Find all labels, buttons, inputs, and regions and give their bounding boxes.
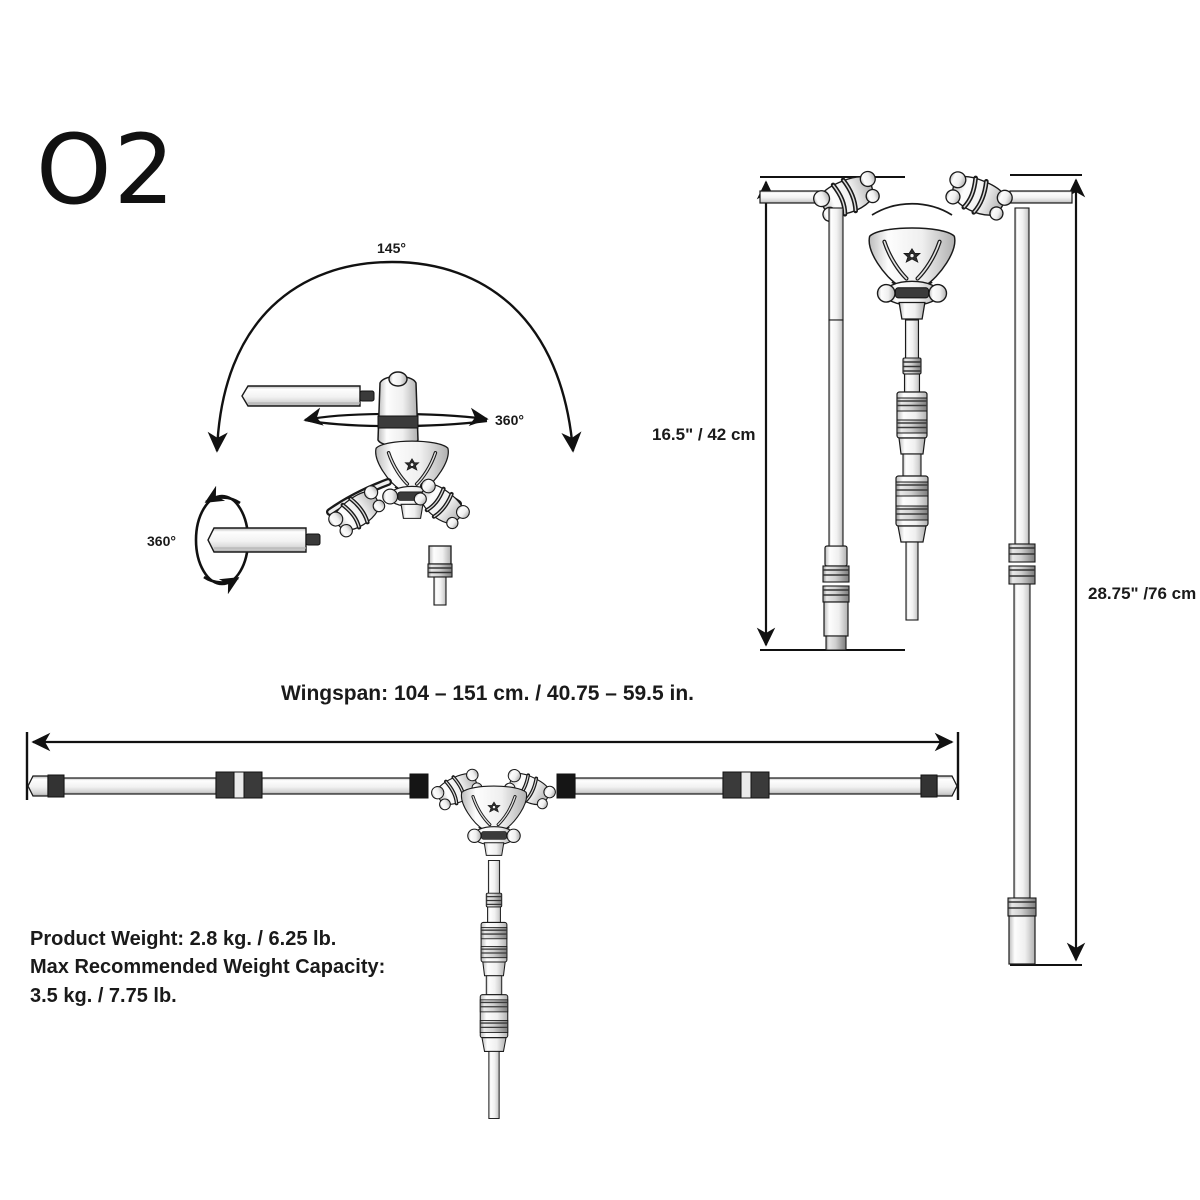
handle-bar-lower [207, 527, 321, 553]
left-wing-assembly [27, 771, 429, 799]
label-extended-height: 28.75" /76 cm [1088, 584, 1197, 603]
center-telescope-height [895, 319, 929, 621]
height-view-group [756, 168, 1086, 966]
right-pole-height [1007, 207, 1037, 965]
left-arm-assembly [325, 478, 392, 541]
spec-max-capacity-value: 3.5 kg. / 7.75 lb. [30, 984, 177, 1007]
wingspan-view-group [25, 732, 960, 1120]
tilt-arc-145 [207, 260, 582, 453]
spec-product-weight: Product Weight: 2.8 kg. / 6.25 lb. [30, 928, 337, 950]
right-wing-tube-height [1009, 190, 1073, 204]
yoke-hub-wingspan [459, 784, 529, 857]
label-tilt-145: 145° [377, 240, 406, 256]
right-wing-assembly [556, 771, 958, 799]
stem-articulation [427, 545, 453, 606]
articulation-diagram-group [194, 260, 582, 606]
yoke-hub-height [869, 228, 955, 319]
label-roll-360: 360° [147, 533, 176, 549]
spec-max-capacity-label: Max Recommended Weight Capacity: [30, 956, 386, 979]
handle-bar-upper [241, 385, 375, 407]
label-pan-360: 360° [495, 412, 524, 428]
label-collapsed-height: 16.5" / 42 cm [652, 425, 756, 444]
right-arm-assembly [410, 476, 472, 534]
right-clamp-height [941, 168, 1015, 224]
left-pole-height [822, 207, 850, 651]
specifications-block: Product Weight: 2.8 kg. / 6.25 lb. Max R… [30, 925, 385, 1010]
upper-clamp-block [377, 371, 419, 447]
left-wing-tube-height [759, 190, 823, 204]
brand-logo: O2 [36, 114, 177, 226]
label-wingspan: Wingspan: 104 – 151 cm. / 40.75 – 59.5 i… [281, 682, 695, 705]
center-telescope-wingspan [479, 859, 509, 1120]
yoke-bridge-height [871, 202, 953, 216]
